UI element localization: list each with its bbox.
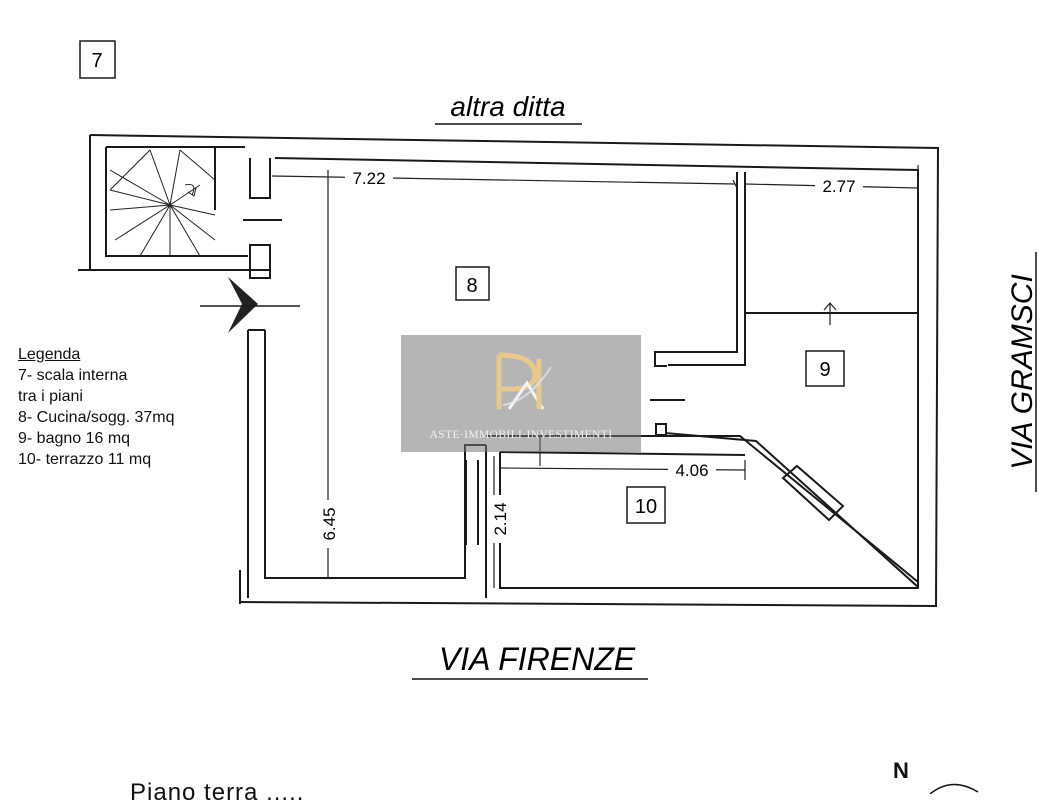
legend-item: 10- terrazzo 11 mq <box>18 451 152 468</box>
outer-wall <box>89 134 940 608</box>
dimension-label-depth-8: 6.45 <box>320 507 339 540</box>
west-wall <box>78 135 91 271</box>
watermark: ASTE·IMMOBILI·INVESTIMENTI <box>401 335 641 452</box>
watermark-logo-icon <box>496 352 552 410</box>
street-label-north: altra ditta <box>450 91 565 122</box>
terrace-wall <box>486 435 919 583</box>
dimension-label-width-9: 2.77 <box>822 177 855 196</box>
compass-circle <box>929 783 979 794</box>
legend-item: 9- bagno 16 mq <box>18 430 131 447</box>
legend-item: tra i piani <box>18 388 83 405</box>
legend-title: Legenda <box>18 346 81 363</box>
legend-item: 8- Cucina/sogg. 37mq <box>18 409 175 426</box>
legend-item: 7- scala interna <box>18 367 128 384</box>
room-label-7: 7 <box>91 50 102 72</box>
street-south: VIA FIRENZE <box>412 641 648 680</box>
entrance-arrow <box>200 277 300 333</box>
room-box-10: 10 <box>626 486 666 524</box>
dimension-label-depth-10: 2.14 <box>491 502 510 535</box>
room-box-7: 7 <box>79 40 116 79</box>
street-label-east: VIA GRAMSCI <box>1006 274 1039 470</box>
street-label-south: VIA FIRENZE <box>439 641 636 677</box>
room-label-8: 8 <box>466 275 477 297</box>
partition-wall <box>654 172 738 367</box>
street-north: altra ditta <box>435 91 582 125</box>
compass-label: N <box>893 758 909 783</box>
stair-box <box>105 147 248 257</box>
watermark-text: ASTE·IMMOBILI·INVESTIMENTI <box>429 429 613 441</box>
room-box-8: 8 <box>455 266 490 301</box>
dimension-label-width-8: 7.22 <box>352 169 385 188</box>
room-label-9: 9 <box>819 359 830 381</box>
stair-treads <box>109 149 216 257</box>
room-label-10: 10 <box>635 496 657 518</box>
legend: Legenda 7- scala interna tra i piani 8- … <box>18 344 175 470</box>
plan-caption: Piano terra ..... <box>130 779 305 806</box>
room-box-9: 9 <box>805 350 845 387</box>
street-east: VIA GRAMSCI <box>1006 252 1039 492</box>
dimension-label-width-10: 4.06 <box>675 461 708 480</box>
